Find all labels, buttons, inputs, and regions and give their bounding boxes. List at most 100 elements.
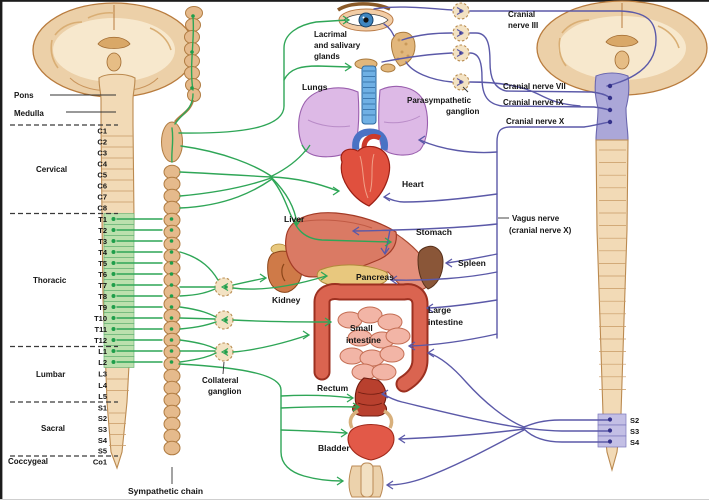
intestine-coil (371, 363, 397, 381)
label-spleen: Spleen (458, 258, 486, 268)
spinal-green-dot (111, 272, 116, 276)
label-lacrimal-3: glands (314, 52, 340, 61)
label-cn10: Cranial nerve X (506, 117, 565, 126)
spinal-green-dot (111, 316, 116, 320)
pathway-arrowhead (444, 258, 453, 268)
chain-green-dot (169, 316, 174, 320)
pathway-arrowhead (336, 476, 345, 486)
pathway-arrowhead (385, 480, 394, 490)
pathway-arrowhead (397, 434, 406, 444)
label-large-intestine-1: Large (428, 305, 451, 315)
ganglion-chevron (220, 348, 229, 356)
label-collateral-2: ganglion (208, 387, 241, 396)
segment-label: T9 (98, 303, 107, 312)
segment-label: C3 (97, 149, 107, 158)
cervical-chain-dot (190, 86, 194, 90)
collateral-ganglia (214, 277, 234, 362)
sympathetic-pathways (116, 17, 391, 482)
pathway-arrowhead (346, 393, 355, 403)
ganglion-chevron (456, 78, 465, 86)
pathway-arrowhead (382, 192, 391, 202)
label-liver: Liver (284, 214, 305, 224)
chain-green-dot (169, 250, 174, 254)
ganglion-chevron (220, 316, 229, 324)
bladder-illustration (347, 409, 395, 461)
segment-label: C5 (97, 171, 107, 180)
label-collateral-1: Collateral (202, 376, 238, 385)
ganglion-dot (224, 318, 228, 322)
label-small-intestine-2: intestine (346, 335, 381, 345)
pathway-arrowhead (292, 218, 302, 227)
label-right-s3: S3 (630, 427, 639, 436)
spinal-green-dot (111, 305, 116, 309)
label-cervical: Cervical (36, 165, 67, 174)
pathway-arrowhead (324, 317, 333, 327)
label-medulla: Medulla (14, 109, 44, 118)
label-coccygeal: Coccygeal (8, 457, 48, 466)
segment-label: T1 (98, 215, 107, 224)
cervical-chain-bead (185, 6, 203, 20)
pathway-arrowhead (417, 135, 426, 145)
segment-label: S2 (98, 414, 107, 423)
segment-label: T11 (94, 325, 107, 334)
cervical-chain-bead (184, 30, 200, 44)
pathway-arrowhead (352, 402, 361, 412)
segment-label: T5 (98, 259, 107, 268)
spinal-green-dot (111, 228, 116, 232)
cervical-chain-dot (191, 14, 195, 18)
chain-green-dot (169, 217, 174, 221)
chain-connector (174, 99, 195, 123)
pathway-arrowhead (380, 389, 389, 399)
label-kidney: Kidney (272, 295, 301, 305)
spinal-green-dot (111, 250, 116, 254)
top-border (0, 0, 709, 2)
label-sacral: Sacral (41, 424, 65, 433)
pathway-arrowhead (342, 15, 351, 25)
chain-green-dot (169, 327, 174, 331)
chain-green-dot (169, 360, 174, 364)
label-vagus-1: Vagus nerve (512, 214, 560, 223)
label-thoracic: Thoracic (33, 276, 67, 285)
segment-label: T8 (98, 292, 107, 301)
segment-label: L3 (98, 370, 107, 379)
label-sympathetic-chain: Sympathetic chain (128, 486, 203, 496)
collateral-ganglion (214, 277, 234, 297)
chain-green-dot (169, 272, 174, 276)
label-pointer-lines (50, 86, 509, 484)
sacral-purple-dot (607, 439, 613, 444)
liver-illustration (285, 212, 397, 278)
lungs-illustration (298, 85, 429, 158)
pathway-arrowhead (302, 330, 311, 340)
genitalia-illustration (348, 462, 384, 498)
label-right-s4: S4 (630, 438, 640, 447)
ganglion-chevron (220, 283, 229, 291)
rectum-illustration (352, 377, 388, 417)
small-intestine-illustration (337, 306, 411, 381)
label-small-intestine-1: Small (350, 323, 373, 333)
label-pancreas: Pancreas (356, 272, 394, 282)
brainstem-nucleus-dot (607, 83, 613, 89)
chain-green-dot (169, 283, 174, 287)
sympathetic-outflow-highlight-bands (103, 213, 135, 368)
label-large-intestine-2: intestine (428, 317, 463, 327)
ganglion-chevron (456, 7, 465, 15)
label-lacrimal-1: Lacrimal (314, 30, 347, 39)
label-bladder: Bladder (318, 443, 350, 453)
label-cn7: Cranial nerve VII (503, 82, 566, 91)
segment-label: C1 (97, 127, 107, 136)
ganglion-chevron (456, 29, 465, 37)
label-lacrimal-2: and salivary (314, 41, 361, 50)
ganglion-chevron (456, 49, 465, 57)
spinal-green-dot (111, 217, 116, 221)
spinal-green-dot (111, 283, 116, 287)
pathway-arrowhead (320, 271, 329, 281)
segment-label: S1 (98, 404, 107, 413)
label-lungs: Lungs (302, 82, 328, 92)
segment-label: L2 (98, 358, 107, 367)
label-heart: Heart (402, 179, 424, 189)
segment-label: L1 (98, 347, 107, 356)
region-separator-dashes (10, 124, 118, 457)
parasympathetic-pathways (353, 6, 657, 486)
chain-green-dot (169, 338, 174, 342)
